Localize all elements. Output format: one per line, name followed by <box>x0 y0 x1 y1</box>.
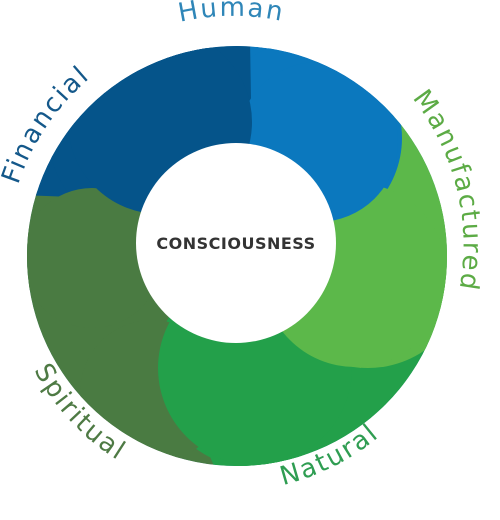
center-label: CONSCIOUSNESS <box>156 234 315 253</box>
segment-spiritual-lobe <box>27 188 162 328</box>
label-human: Human <box>176 0 287 29</box>
center-circle <box>136 143 336 343</box>
